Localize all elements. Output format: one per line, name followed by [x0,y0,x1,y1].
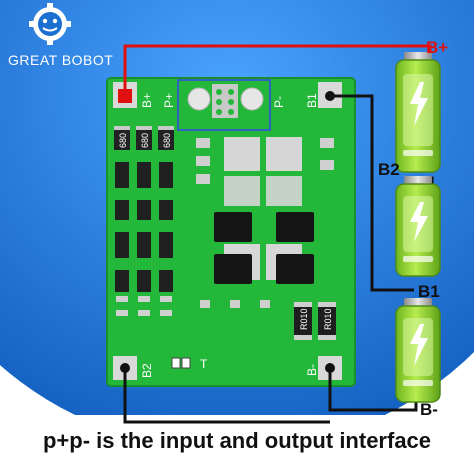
terminal-label-b-minus: B- [420,400,438,419]
terminal-label-b-plus: B+ [426,38,449,57]
battery-cell-1 [395,52,441,173]
pad-label-b-plus: B+ [140,93,154,108]
battery-bolt-icon [410,324,428,366]
shunt-label: R010 [299,308,309,330]
resistor-label: 680 [162,133,172,148]
pad-label-b2: B2 [140,363,154,378]
gear-logo-icon [29,3,71,45]
board-silkscreen: B+ P+ P- B1 B2 B- T [140,93,319,378]
resistor-label: 680 [118,133,128,148]
pad-label-p-plus: P+ [162,93,176,108]
board-mark: T [200,357,208,371]
brand-name: GREAT BOBOT [8,52,114,68]
pad-label-b1: B1 [305,93,319,108]
terminal-label-b2: B2 [378,160,400,179]
battery-bolt-icon [410,82,428,126]
component-labels: 680 680 680 R010 R010 [118,133,333,330]
pcb-board [106,77,356,387]
battery-cell-3 [395,298,441,403]
caption: p+p- is the input and output interface [42,428,432,453]
battery-cell-2 [395,176,441,277]
terminal-label-b1: B1 [418,282,440,301]
wire-endpoints [120,91,335,373]
wire-endpoint-positive [118,89,132,103]
pad-label-p-minus: P- [272,96,286,108]
resistor-label: 680 [140,133,150,148]
shunt-label: R010 [323,308,333,330]
battery-bolt-icon [410,202,428,242]
pad-label-b-minus: B- [305,364,319,376]
